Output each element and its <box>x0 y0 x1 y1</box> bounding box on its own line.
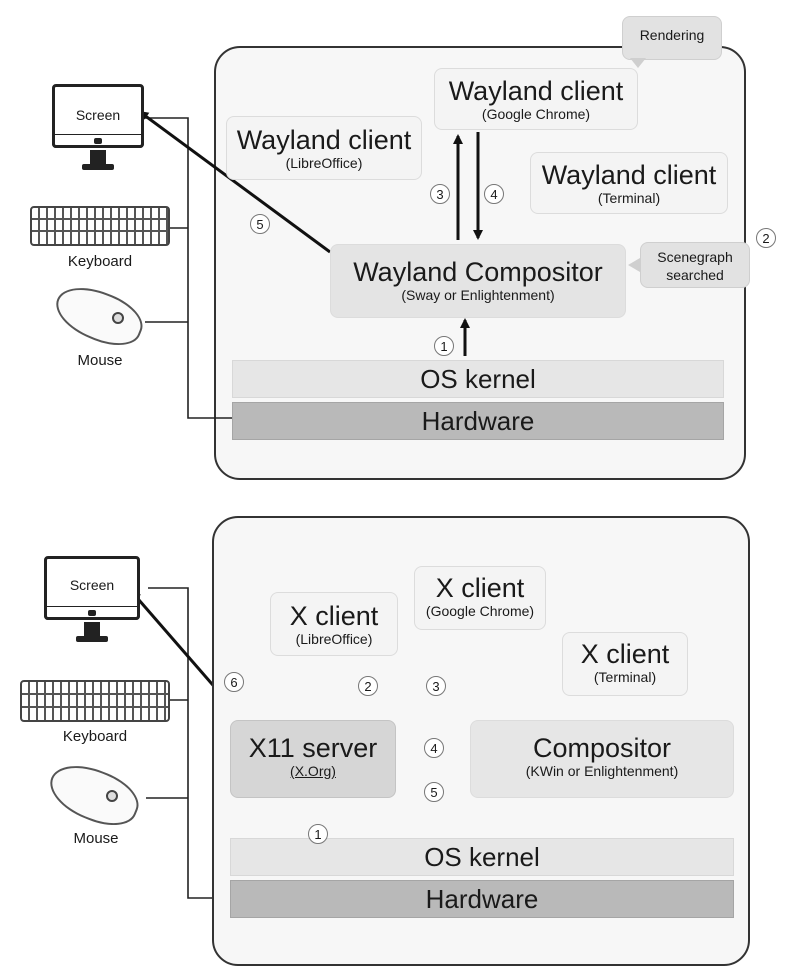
x11-client-terminal: X client (Terminal) <box>562 632 688 696</box>
wayland-step-5: 5 <box>250 214 270 234</box>
x11-keyboard: Keyboard <box>20 680 170 750</box>
keyboard-icon <box>20 680 170 722</box>
wayland-peripheral-lines <box>145 117 234 419</box>
x11-step-6: 6 <box>224 672 244 692</box>
x11-step-4: 4 <box>424 738 444 758</box>
rendering-callout: Rendering <box>622 16 722 60</box>
mouse-icon <box>48 276 150 356</box>
wayland-step-1: 1 <box>434 336 454 356</box>
wayland-os-kernel: OS kernel <box>232 360 724 398</box>
x11-mouse: Mouse <box>41 754 148 854</box>
screen-label: Screen <box>69 577 115 593</box>
x11-step-5: 5 <box>424 782 444 802</box>
x11-step-2: 2 <box>358 676 378 696</box>
wayland-compositor: Wayland Compositor (Sway or Enlightenmen… <box>330 244 626 318</box>
x11-hardware: Hardware <box>230 880 734 918</box>
wayland-step-3: 3 <box>430 184 450 204</box>
keyboard-label: Keyboard <box>62 728 128 745</box>
keyboard-label: Keyboard <box>67 253 133 270</box>
wayland-step-2: 2 <box>756 228 776 248</box>
wayland-client-libreoffice: Wayland client (LibreOffice) <box>226 116 422 180</box>
wayland-hardware: Hardware <box>232 402 724 440</box>
x11-step-1: 1 <box>308 824 328 844</box>
mouse-icon <box>41 754 147 836</box>
keyboard-icon <box>30 206 170 246</box>
wayland-arrow-5 <box>138 110 331 254</box>
x11-client-libreoffice: X client (LibreOffice) <box>270 592 398 656</box>
x11-screen: Screen <box>44 556 144 646</box>
screen-label: Screen <box>75 107 121 123</box>
wayland-client-chrome: Wayland client (Google Chrome) <box>434 68 638 130</box>
x11-compositor: Compositor (KWin or Enlightenment) <box>470 720 734 798</box>
mouse-label: Mouse <box>73 830 119 847</box>
wayland-screen: Screen <box>52 84 148 174</box>
wayland-step-4: 4 <box>484 184 504 204</box>
x11-step-3: 3 <box>426 676 446 696</box>
x11-os-kernel: OS kernel <box>230 838 734 876</box>
wayland-keyboard: Keyboard <box>30 206 170 276</box>
x11-server: X11 server (X.Org) <box>230 720 396 798</box>
scenegraph-callout: Scenegraph searched <box>640 242 750 288</box>
wayland-client-terminal: Wayland client (Terminal) <box>530 152 728 214</box>
x11-client-chrome: X client (Google Chrome) <box>414 566 546 630</box>
wayland-mouse: Mouse <box>48 276 150 376</box>
mouse-label: Mouse <box>77 352 123 369</box>
x11-peripheral-lines <box>146 587 232 899</box>
